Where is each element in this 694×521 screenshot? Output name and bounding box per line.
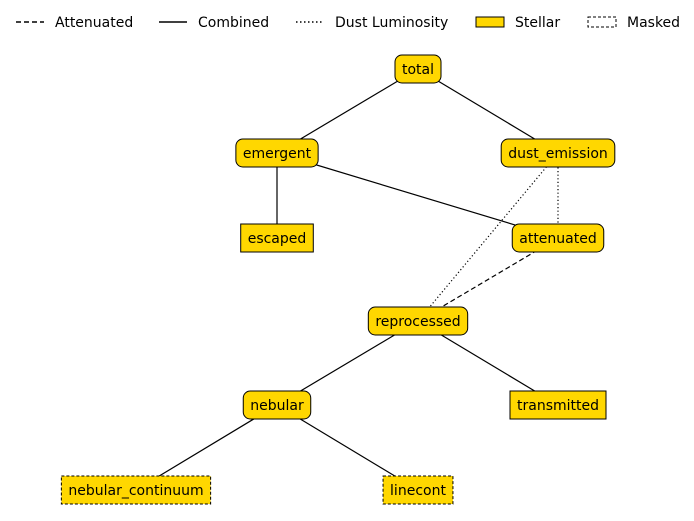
node-label: linecont — [390, 483, 446, 499]
node-box — [367, 306, 469, 336]
node-reprocessed: reprocessed — [367, 306, 469, 336]
node-total: total — [394, 54, 442, 84]
legend-label: Combined — [198, 15, 269, 31]
node-linecont: linecont — [382, 475, 454, 505]
legend-item-attenuated: Attenuated — [16, 15, 133, 31]
node-label: reprocessed — [375, 314, 460, 330]
legend-item-masked: Masked — [587, 15, 680, 31]
node-label: transmitted — [517, 398, 599, 414]
node-box — [240, 223, 314, 253]
node-label: emergent — [243, 146, 312, 162]
node-box — [509, 390, 607, 420]
node-box — [511, 223, 605, 253]
edges-layer — [135, 68, 559, 491]
node-nebular: nebular — [242, 390, 312, 420]
legend-label: Attenuated — [55, 15, 133, 31]
node-label: total — [402, 62, 434, 78]
node-label: escaped — [248, 231, 307, 247]
legend-label: Stellar — [515, 15, 560, 31]
node-emergent: emergent — [235, 138, 319, 168]
node-transmitted: transmitted — [509, 390, 607, 420]
legend-item-stellar: Stellar — [475, 15, 560, 31]
node-box — [235, 138, 319, 168]
legend-stellar-swatch — [475, 16, 505, 28]
legend-masked-swatch — [587, 16, 617, 28]
node-escaped: escaped — [240, 223, 314, 253]
edge-dust_emission-to-reprocessed — [417, 152, 559, 322]
edge-emergent-to-attenuated — [276, 152, 559, 239]
node-label: dust_emission — [508, 146, 608, 162]
legend-item-dust-luminosity: Dust Luminosity — [296, 15, 448, 31]
node-dust-emission: dust_emission — [500, 138, 616, 168]
legend: Attenuated Combined Dust Luminosity Stellar… — [16, 15, 680, 31]
legend-label: Dust Luminosity — [335, 15, 448, 31]
node-label: nebular_continuum — [68, 483, 203, 499]
legend-label: Masked — [627, 15, 680, 31]
node-box — [60, 475, 212, 505]
node-attenuated: attenuated — [511, 223, 605, 253]
node-box — [500, 138, 616, 168]
node-nebular-continuum: nebular_continuum — [60, 475, 212, 505]
legend-item-combined: Combined — [159, 15, 269, 31]
node-box — [394, 54, 442, 84]
node-label: nebular — [250, 398, 304, 414]
node-box — [242, 390, 312, 420]
node-label: attenuated — [519, 231, 597, 247]
node-box — [382, 475, 454, 505]
